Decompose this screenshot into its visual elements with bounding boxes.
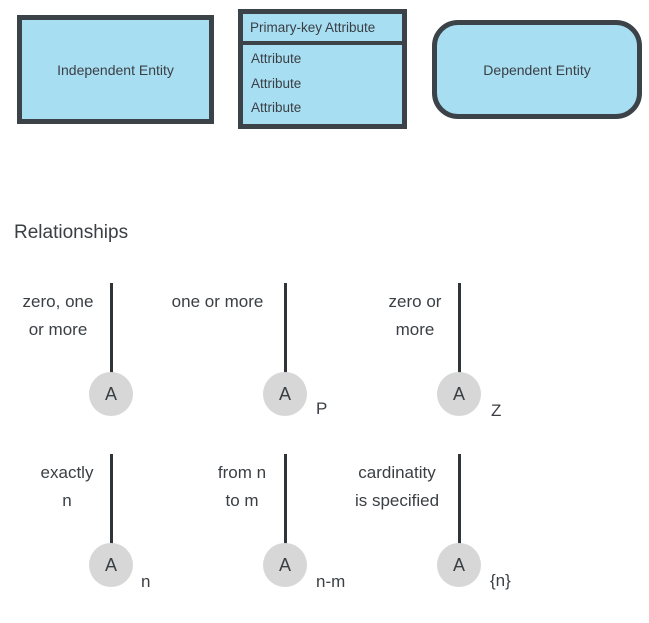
attribute-row: Attribute — [251, 75, 302, 91]
independent-entity-label: Independent Entity — [57, 61, 174, 78]
relationship-marker: Z — [491, 401, 502, 420]
relationship-line — [284, 283, 287, 373]
relationship-node[interactable]: A — [89, 372, 133, 416]
relationship-label: zero or more — [388, 292, 442, 339]
relationship-marker: P — [316, 399, 328, 418]
relationship-label: from n to m — [217, 463, 267, 510]
attribute-row: Attribute — [251, 51, 302, 66]
relationship-line — [458, 454, 461, 544]
primary-key-attribute: Primary-key Attribute — [243, 14, 402, 41]
relationship-label: zero, one or more — [22, 292, 94, 339]
attribute-row: Attribute — [251, 100, 302, 115]
relationship-line — [458, 283, 461, 373]
relationship-line — [110, 454, 113, 544]
attribute-entity-table[interactable]: Primary-key Attribute Attribute Attribut… — [238, 9, 407, 129]
relationship-line — [110, 283, 113, 373]
dependent-entity-label: Dependent Entity — [483, 61, 591, 78]
relationship-marker: n — [141, 572, 151, 591]
relationships-title: Relationships — [14, 222, 129, 243]
relationship-node[interactable]: A — [263, 372, 307, 416]
relationship-node[interactable]: A — [437, 372, 481, 416]
relationship-label: one or more — [171, 292, 264, 311]
dependent-entity[interactable]: Dependent Entity — [432, 20, 642, 119]
relationship-node[interactable]: A — [437, 543, 481, 587]
independent-entity[interactable]: Independent Entity — [17, 15, 214, 124]
relationship-marker: {n} — [490, 571, 511, 590]
relationship-label: exactly n — [40, 463, 94, 510]
relationship-node[interactable]: A — [89, 543, 133, 587]
relationship-marker: n-m — [316, 572, 346, 591]
attribute-list: Attribute Attribute Attribute — [243, 45, 402, 124]
relationship-label: cardinatity is specified — [354, 463, 440, 510]
relationship-node[interactable]: A — [263, 543, 307, 587]
relationship-line — [284, 454, 287, 544]
